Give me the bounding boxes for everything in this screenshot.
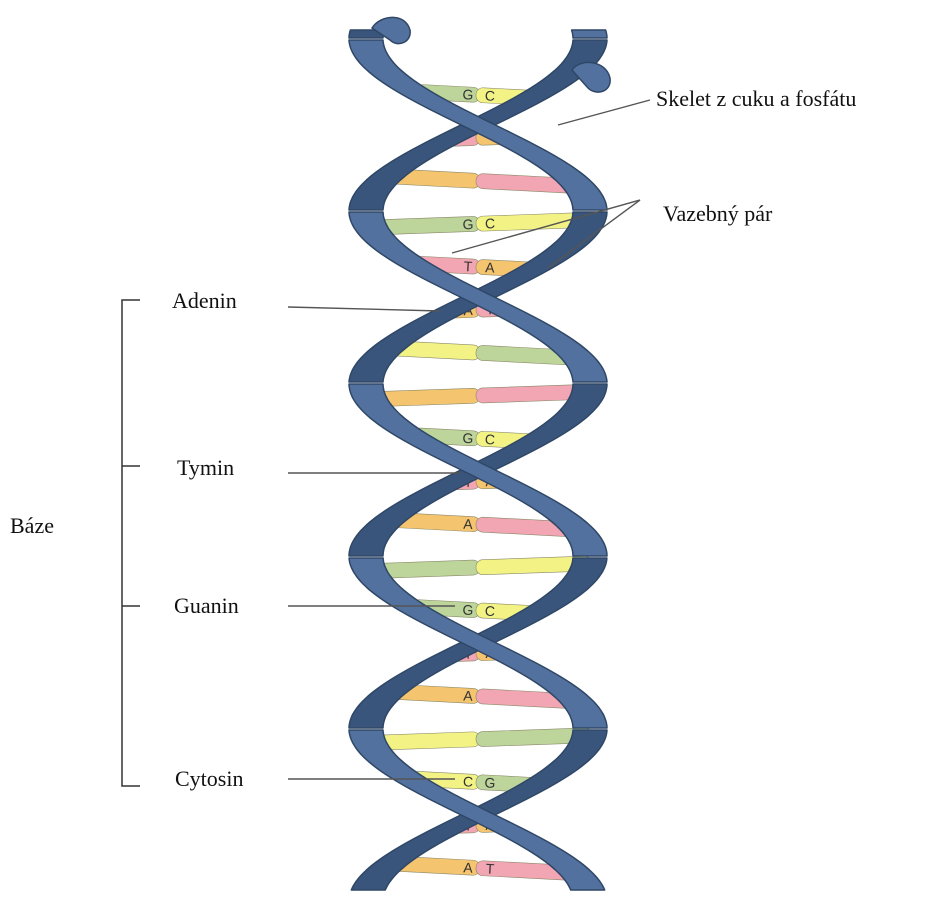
leader-line-adenine xyxy=(288,307,440,311)
base-letter-left: A xyxy=(463,687,474,704)
label-base-pair: Vazebný pár xyxy=(663,201,773,226)
base-pair-rung xyxy=(365,384,592,407)
label-bases: Báze xyxy=(10,513,54,538)
base-letter-left: A xyxy=(463,516,474,533)
base-letter-right: G xyxy=(484,774,496,791)
backbone-top-right-cap xyxy=(572,62,610,92)
base-letter-right: T xyxy=(485,860,495,876)
base-letter-right: C xyxy=(485,87,496,104)
backbone-strand-b-front-segment xyxy=(572,30,607,38)
base-letter-right: A xyxy=(485,259,496,276)
base-letter-left: A xyxy=(463,859,474,876)
base-letter-right: C xyxy=(485,431,496,448)
label-backbone: Skelet z cuku a fosfátu xyxy=(656,86,856,111)
base-letter-left: C xyxy=(463,773,474,790)
base-letter-left: T xyxy=(463,258,473,274)
label-adenine: Adenin xyxy=(172,288,237,313)
base-letter-left: G xyxy=(462,430,474,447)
label-thymine: Tymin xyxy=(177,455,234,480)
bases-bracket xyxy=(122,300,140,786)
base-letter-left: G xyxy=(462,216,473,232)
base-pair-rung xyxy=(364,728,592,751)
base-pair-rung xyxy=(364,556,592,579)
base-letter-right: C xyxy=(485,603,496,620)
base-letter-left: G xyxy=(462,86,474,103)
label-guanine: Guanin xyxy=(174,593,239,618)
base-letter-right: C xyxy=(485,215,496,231)
label-cytosine: Cytosin xyxy=(175,766,243,791)
base-letter-left: G xyxy=(462,602,474,619)
leader-line-backbone xyxy=(558,100,650,125)
